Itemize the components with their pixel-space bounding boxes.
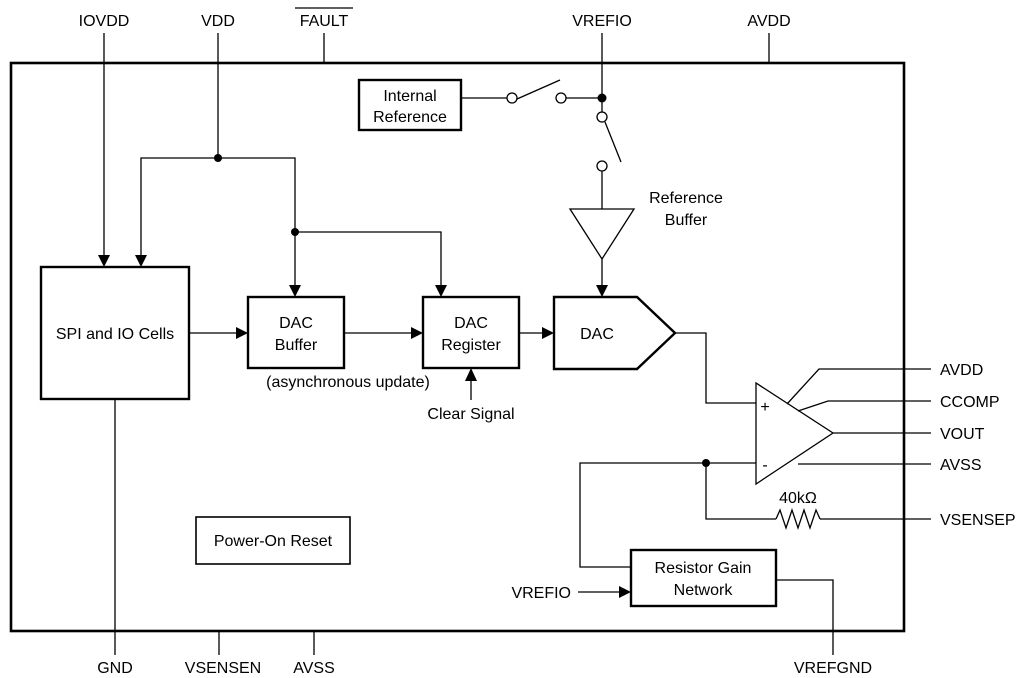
pin-vsensen-label: VSENSEN xyxy=(185,660,261,677)
reference-buffer-to-dac-wire xyxy=(596,259,608,297)
pin-avss-bottom-label: AVSS xyxy=(293,660,335,677)
spi-to-dac-buffer-wire xyxy=(189,327,248,339)
pin-vdd-label: VDD xyxy=(201,13,235,30)
dac-buffer-block xyxy=(246,295,346,370)
spi-io-cells-label: SPI and IO Cells xyxy=(56,326,174,343)
dac-buffer-label: DAC xyxy=(279,315,313,332)
dac-block xyxy=(552,295,677,371)
internal-reference-label-2: Reference xyxy=(373,109,447,126)
dac-buffer-label-2: Buffer xyxy=(275,337,318,354)
dac-register-label-2: Register xyxy=(441,337,501,354)
power-on-reset-label: Power-On Reset xyxy=(214,533,333,550)
pin-fault-label: FAULT xyxy=(300,13,349,30)
vrefio-top-wiring xyxy=(596,33,622,209)
device-boundary xyxy=(9,61,906,633)
avdd-right-wire xyxy=(786,368,931,405)
reference-switch-horizontal xyxy=(461,79,602,104)
internal-reference-label: Internal xyxy=(383,88,436,105)
opamp-plus-label: + xyxy=(760,399,769,416)
vrefgnd-wire xyxy=(776,579,834,655)
pin-avss-right-label: AVSS xyxy=(940,457,982,474)
dac-label: DAC xyxy=(580,326,614,343)
pin-ccomp-label: CCOMP xyxy=(940,394,1000,411)
pin-avdd-right-label: AVDD xyxy=(940,362,983,379)
resistor-gain-label: Resistor Gain xyxy=(655,560,752,577)
resistor-value-label: 40kΩ xyxy=(779,490,817,507)
pin-avdd-top-label: AVDD xyxy=(747,13,790,30)
clear-signal-label: Clear Signal xyxy=(427,406,514,423)
resistor-gain-network-block xyxy=(629,548,778,608)
pin-gnd-label: GND xyxy=(97,660,133,677)
dac-to-opamp-wire xyxy=(675,332,756,404)
reference-buffer-label-2: Buffer xyxy=(665,212,708,229)
pin-vrefio-top-label: VREFIO xyxy=(572,13,632,30)
opamp-minus-label: - xyxy=(762,457,767,474)
pin-vsensep-label: VSENSEP xyxy=(940,512,1016,529)
pin-vout-label: VOUT xyxy=(940,426,985,443)
vrefio-left-wire xyxy=(578,586,631,598)
power-on-reset-block xyxy=(195,516,351,565)
resistor-gain-label-2: Network xyxy=(674,582,734,599)
reference-buffer-label: Reference xyxy=(649,190,723,207)
async-update-label: (asynchronous update) xyxy=(266,374,430,391)
ccomp-wire xyxy=(797,400,931,412)
vdd-wiring xyxy=(135,33,447,297)
spi-io-cells-block xyxy=(39,265,191,401)
output-opamp xyxy=(755,381,835,486)
reference-buffer-triangle xyxy=(568,208,636,261)
dac-buffer-to-register-wire xyxy=(344,327,423,339)
pin-vrefgnd-label: VREFGND xyxy=(794,660,872,677)
register-to-dac-wire xyxy=(519,327,554,339)
internal-reference-block xyxy=(357,78,463,132)
dac-register-label: DAC xyxy=(454,315,488,332)
dac-register-block xyxy=(421,295,521,370)
opamp-feedback-wiring xyxy=(579,459,931,568)
pin-vrefio-left-label: VREFIO xyxy=(511,585,571,602)
iovdd-wire xyxy=(98,33,110,267)
clear-signal-wire xyxy=(465,368,477,400)
pin-iovdd-label: IOVDD xyxy=(79,13,130,30)
